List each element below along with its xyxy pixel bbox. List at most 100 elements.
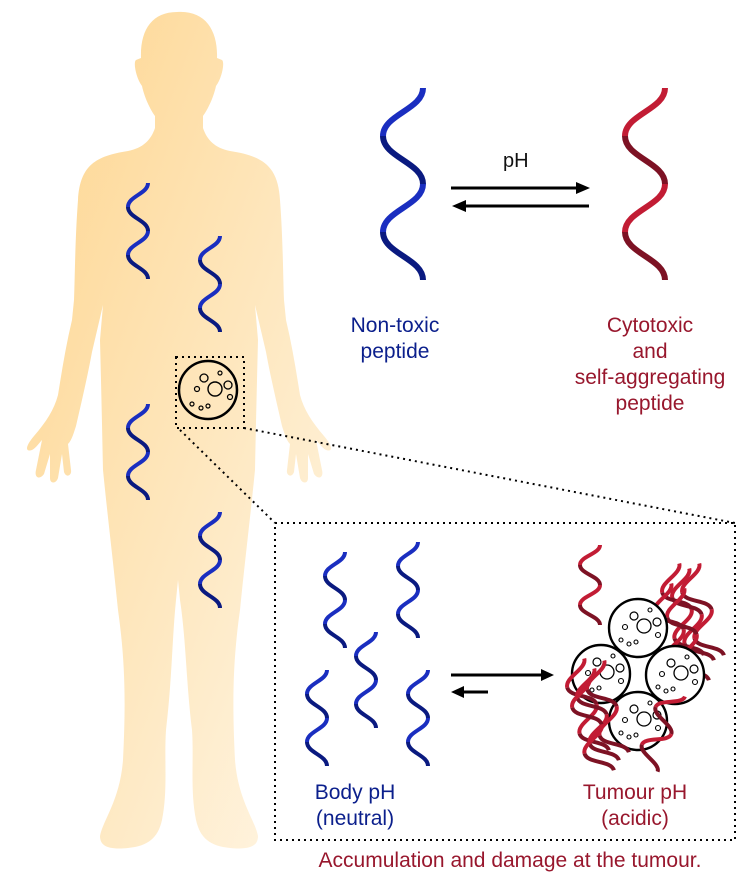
inset-equilibrium-arrows bbox=[451, 669, 554, 698]
inset-helix-red-aggregate-right-segment bbox=[682, 642, 716, 662]
cytotoxic-peptide-label: Cytotoxic and self-aggregating peptide bbox=[555, 313, 745, 417]
cell-organelle bbox=[654, 724, 662, 732]
zoom-source-box bbox=[175, 356, 245, 429]
inset-helix-red-aggregate-left-segment bbox=[570, 677, 592, 709]
cell-organelle bbox=[647, 607, 653, 613]
cell-organelle bbox=[592, 657, 602, 667]
tumour-cell-bottom bbox=[607, 690, 669, 752]
cell-membrane bbox=[607, 690, 669, 752]
inset-helix-blue-3-segment bbox=[354, 655, 378, 681]
body-helix-chest-right-segment bbox=[198, 259, 222, 285]
inset-helix-red-aggregate-center-segment bbox=[653, 695, 687, 709]
cell-organelle bbox=[636, 711, 652, 727]
cell-organelle bbox=[626, 641, 632, 647]
cell-organelle bbox=[629, 704, 639, 714]
body-helix-chest-right-segment bbox=[198, 307, 222, 333]
inset-helix-blue-3 bbox=[354, 631, 378, 729]
cell-organelle bbox=[610, 653, 616, 659]
inset-helix-blue-1-segment bbox=[323, 623, 347, 649]
cell-organelle bbox=[652, 617, 662, 627]
body-helix-chest-right-segment bbox=[198, 235, 222, 261]
head bbox=[27, 11, 331, 849]
non-toxic-peptide-helix-segment bbox=[380, 231, 426, 281]
cell-organelle bbox=[618, 730, 624, 736]
inset-helix-red-aggregate-left-segment bbox=[570, 706, 604, 726]
inset-forward-arrowhead bbox=[541, 669, 554, 681]
cell-organelle bbox=[666, 658, 676, 668]
inset-helix-blue-1-segment bbox=[323, 599, 347, 625]
inset-helix-red-aggregate-center-segment bbox=[639, 744, 660, 773]
inset-helix-red-aggregate-left-segment bbox=[577, 732, 611, 752]
non-toxic-peptide-helix-segment bbox=[380, 87, 426, 137]
tumour-ph-line-1: Tumour pH bbox=[582, 781, 688, 804]
cytotoxic-peptide-helix-segment bbox=[622, 87, 668, 137]
cell-organelle bbox=[647, 700, 653, 706]
inset-helix-red-aggregate-left-segment bbox=[582, 752, 616, 772]
helix-front-layer bbox=[565, 657, 687, 773]
inset-helix-blue-4-segment bbox=[305, 669, 329, 695]
cytotoxic-peptide-helix bbox=[622, 87, 668, 281]
cell-organelle bbox=[584, 669, 592, 677]
inset-helix-red-free bbox=[578, 544, 602, 626]
cytotoxic-label-line-3: self-aggregating bbox=[574, 366, 726, 389]
equilibrium-ph-label: pH bbox=[503, 150, 529, 172]
cell-organelle bbox=[618, 637, 624, 643]
non-toxic-label-line-1: Non-toxic bbox=[350, 314, 440, 337]
inset-helix-red-aggregate-left-segment bbox=[597, 734, 631, 754]
cell-organelle bbox=[670, 686, 676, 692]
cytotoxic-peptide-helix-segment bbox=[622, 183, 668, 233]
body-helix-thigh bbox=[198, 511, 222, 609]
inset-helix-red-free-segment bbox=[578, 564, 602, 586]
inset-helix-blue-5-segment bbox=[406, 717, 430, 743]
inset-helix-blue-4-segment bbox=[305, 693, 329, 719]
inset-helix-red-free-segment bbox=[578, 544, 602, 566]
inset-helix-blue-2-segment bbox=[396, 541, 420, 567]
cell-membrane bbox=[644, 644, 706, 706]
body-ph-label: Body pH (neutral) bbox=[290, 780, 420, 832]
inset-helix-red-aggregate-right-segment bbox=[665, 587, 687, 619]
cytotoxic-label-line-4: peptide bbox=[615, 392, 685, 415]
cytotoxic-peptide-helix-segment bbox=[622, 135, 668, 185]
cell-organelle bbox=[691, 678, 699, 686]
body-helix-chest-left-segment bbox=[126, 182, 150, 208]
inset-helix-red-aggregate-right-segment bbox=[680, 562, 702, 594]
inset-helix-red-aggregate-center-segment bbox=[653, 706, 674, 735]
zoom-indicator bbox=[175, 356, 736, 841]
tumour-cell-right bbox=[644, 644, 706, 706]
body-helix-thigh-segment bbox=[198, 511, 222, 537]
cell-organelle bbox=[621, 623, 629, 631]
top-equilibrium-arrows bbox=[451, 182, 590, 212]
zoom-line-lower bbox=[179, 429, 276, 524]
cell-organelle bbox=[596, 685, 602, 691]
body-ph-line-2: (neutral) bbox=[315, 807, 395, 830]
cell-organelle bbox=[589, 687, 595, 693]
inset-helix-blue-5-segment bbox=[406, 693, 430, 719]
cell-organelle bbox=[626, 734, 632, 740]
tumour-cell-in-body bbox=[177, 359, 239, 421]
inset-helix-blue-1 bbox=[323, 551, 347, 649]
inset-helix-red-aggregate-left-segment bbox=[587, 742, 621, 762]
body-helix-thigh-segment bbox=[198, 535, 222, 561]
inset-helix-red-free-segment bbox=[578, 604, 602, 626]
inset-helix-red-aggregate-left-segment bbox=[582, 723, 604, 755]
inset-helix-red-aggregate-left-segment bbox=[565, 657, 587, 689]
inset-helix-red-aggregate-left bbox=[570, 677, 616, 772]
body-helix-hip-segment bbox=[126, 475, 150, 501]
cell-organelle bbox=[658, 670, 666, 678]
inset-helix-red-aggregate-right-segment bbox=[692, 608, 714, 640]
inset-helix-red-aggregate-right-segment bbox=[660, 562, 682, 594]
reverse-arrowhead bbox=[452, 200, 466, 212]
non-toxic-peptide-helix bbox=[380, 87, 426, 281]
cytotoxic-label-line-1: Cytotoxic bbox=[606, 314, 694, 337]
body-helix-chest-left bbox=[126, 182, 150, 280]
inset-helix-blue-2 bbox=[396, 541, 420, 639]
cell-organelle bbox=[655, 684, 661, 690]
inset-helix-blue-2-segment bbox=[396, 613, 420, 639]
cell-organelle bbox=[684, 654, 690, 660]
cell-organelle bbox=[621, 716, 629, 724]
body-helix-thigh-segment bbox=[198, 583, 222, 609]
cell-organelle bbox=[629, 611, 639, 621]
cell-organelle bbox=[615, 663, 625, 673]
cell-organelle bbox=[633, 732, 639, 738]
